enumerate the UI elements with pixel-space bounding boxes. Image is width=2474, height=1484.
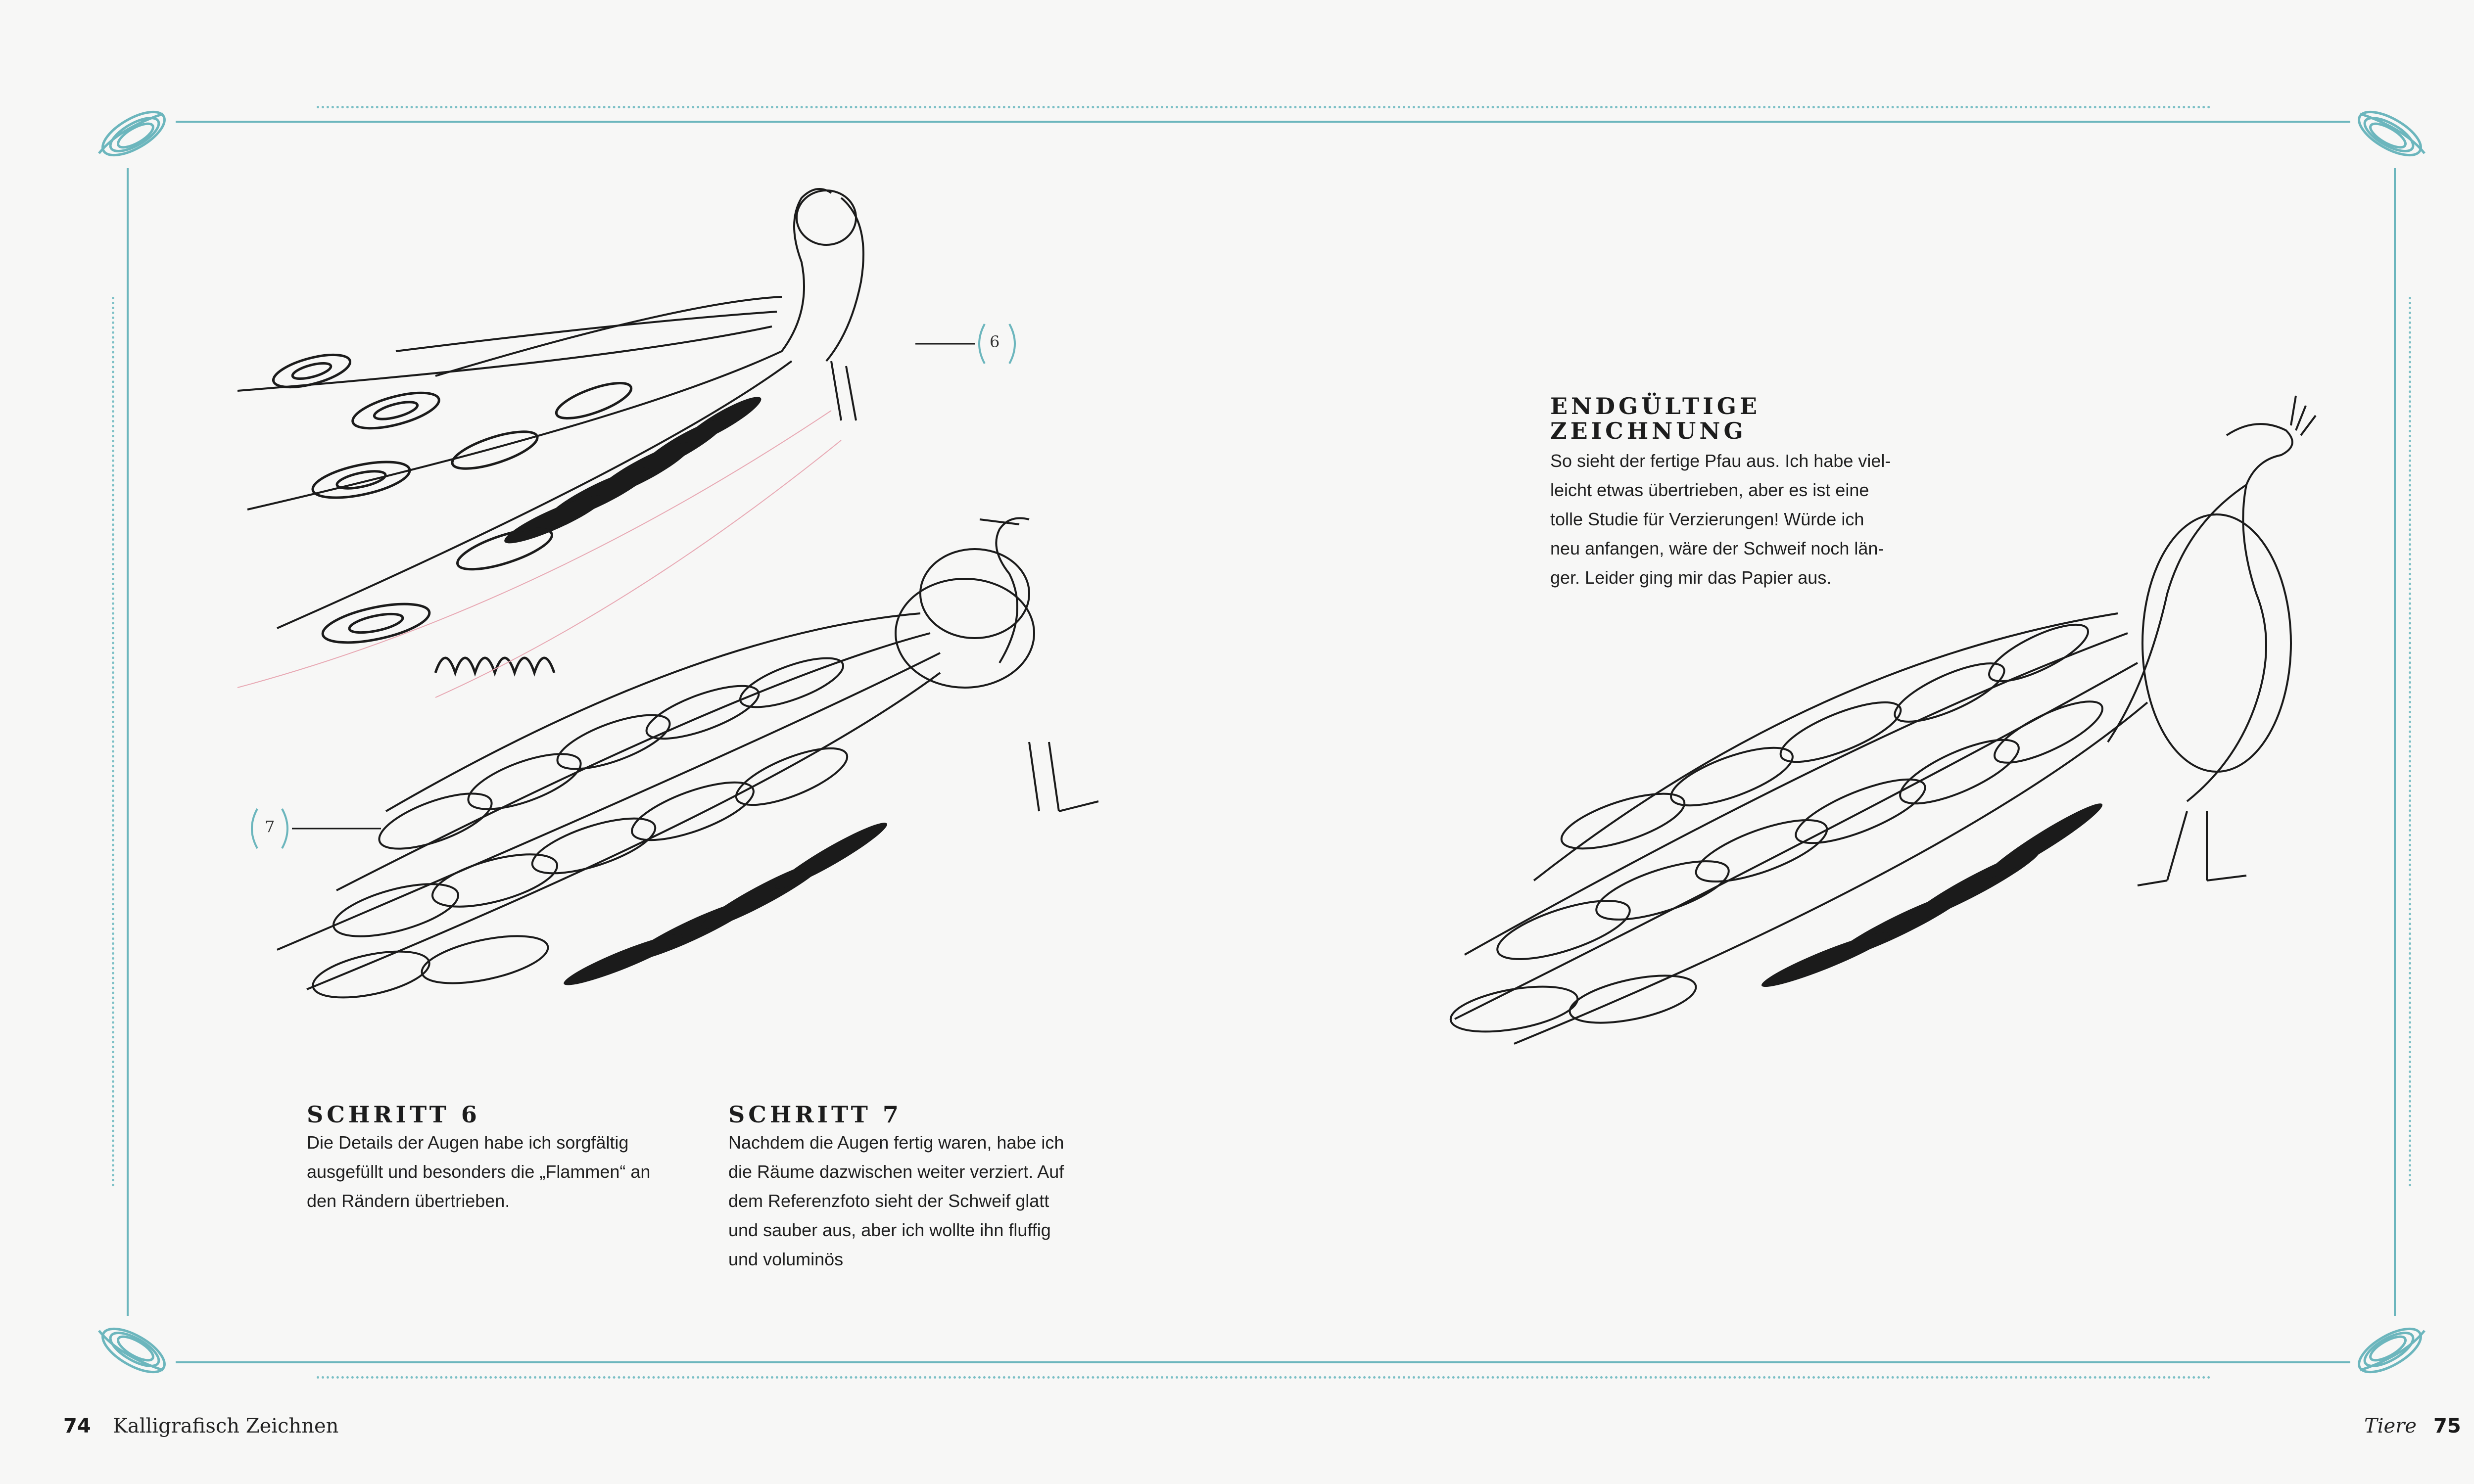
peacock-step6-illustration <box>237 188 864 698</box>
callout-7-label: 7 <box>265 817 275 836</box>
final-heading-line1: Endgültige <box>1550 393 1761 419</box>
flourish-corner-icon <box>2358 110 2426 157</box>
step6-heading: Schritt 6 <box>307 1101 480 1128</box>
page-number-right: 75 <box>2433 1415 2461 1438</box>
page-number-left: 74 <box>63 1415 91 1438</box>
flourish-corner-icon <box>98 1327 166 1374</box>
frame-right-dotted <box>2409 297 2411 1187</box>
flourish-corner-icon <box>98 110 166 157</box>
callout-6-label: 6 <box>990 332 1000 351</box>
frame-left-dotted <box>112 297 114 1187</box>
frame-bottom-line <box>176 1361 2350 1363</box>
step7-heading: Schritt 7 <box>728 1101 902 1128</box>
peacock-step7-illustration <box>277 517 1099 999</box>
callout-7-bracket <box>251 808 381 849</box>
callout-6-bracket <box>915 324 1016 364</box>
running-title-left: Kalligrafisch Zeichnen <box>113 1415 339 1438</box>
frame-bottom-dotted <box>317 1376 2212 1379</box>
flourish-corner-icon <box>2358 1327 2426 1374</box>
frame-left-line <box>127 168 129 1316</box>
running-title-right: Tiere <box>2364 1415 2417 1438</box>
frame-top-line <box>176 121 2350 123</box>
final-body: So sieht der fertige Pfau aus. Ich habe … <box>1550 451 1891 588</box>
frame-right-line <box>2394 168 2396 1316</box>
frame-top-dotted <box>317 106 2212 108</box>
peacock-final-illustration <box>1449 395 2317 1045</box>
final-heading-line2: Zeichnung <box>1550 417 1747 444</box>
step6-body: Die Details der Augen habe ich sorgfälti… <box>307 1132 651 1211</box>
step7-body: Nachdem die Augen fertig waren, habe ich… <box>728 1132 1064 1269</box>
